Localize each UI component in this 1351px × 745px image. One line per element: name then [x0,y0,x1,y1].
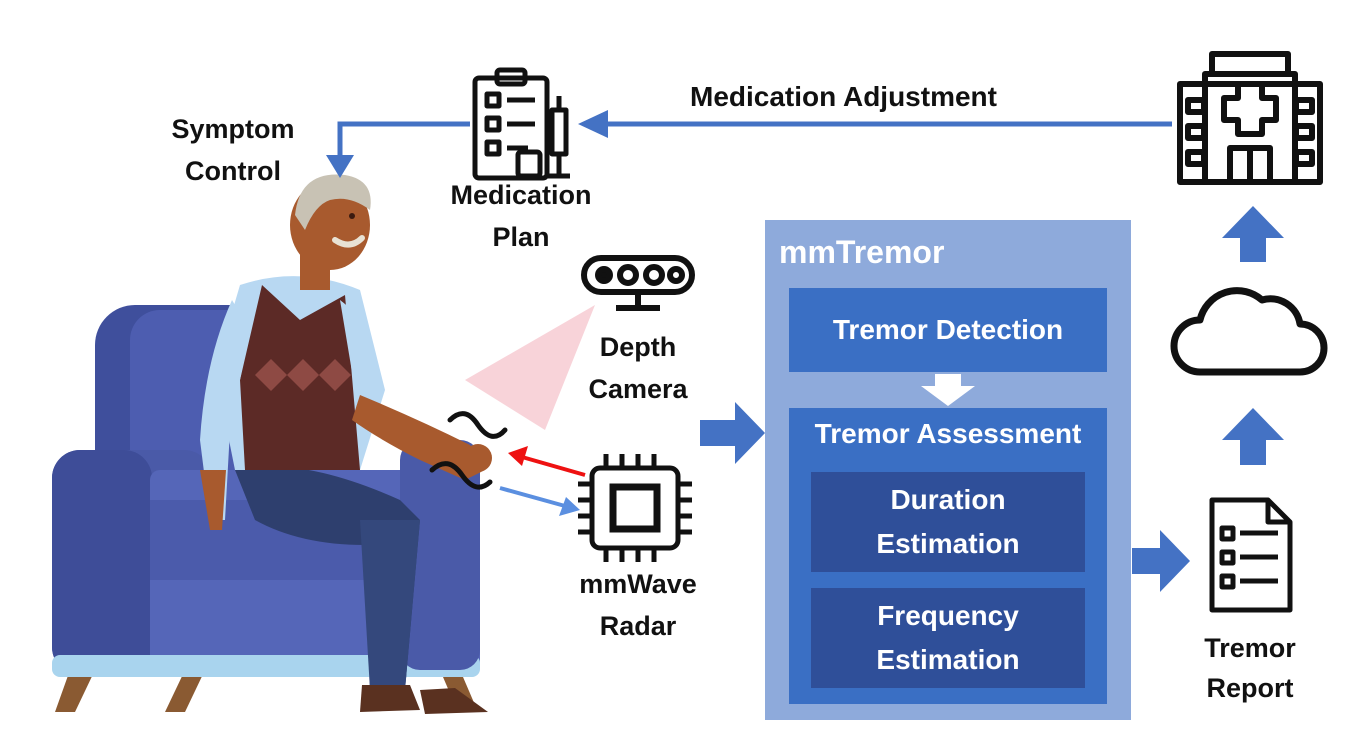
mmwave-radar-line1: mmWave [579,569,697,599]
cloud-to-hospital-arrow [1222,206,1284,262]
symptom-control-line2: Control [185,156,281,186]
depth-camera-line1: Depth [599,332,677,362]
medication-plan-line1: Medication [450,180,592,210]
mmwave-radar-line2: Radar [599,611,677,641]
frequency-estimation-line2: Estimation [876,644,1020,675]
tremor-motion-mark [429,461,493,490]
depth-camera-line2: Camera [588,374,688,404]
radar-transmit-arrow [508,446,586,477]
mmtremor-panel: mmTremor Tremor Detection Tremor Assessm… [765,220,1131,720]
tremor-assessment-title: Tremor Assessment [814,418,1082,449]
medication-plan-label: Medication Plan [426,174,616,258]
duration-estimation-line2: Estimation [876,528,1020,559]
medication-adjustment-label: Medication Adjustment [690,81,997,112]
symptom-control-arrow [326,121,470,178]
mmtremor-to-report-arrow [1132,530,1190,592]
tremor-motion-mark [447,411,508,439]
tremor-report-line2: Report [1206,673,1294,703]
camera-field-of-view [465,305,595,430]
clipboard-medication-icon [472,67,570,181]
duration-estimation-box: Duration Estimation [811,472,1085,572]
hospital-icon [1177,51,1323,185]
depth-camera-icon [581,255,695,311]
patient-armchair-illustration [52,174,492,714]
mmtremor-title: mmTremor [779,234,945,270]
report-document-icon [1209,497,1293,613]
depth-camera-label: Depth Camera [566,326,710,410]
radar-chip-icon [578,454,692,562]
medication-plan-line2: Plan [492,222,550,252]
frequency-estimation-line1: Frequency [877,600,1019,631]
detection-to-assessment-arrow [921,374,975,406]
symptom-control-line1: Symptom [171,114,295,144]
duration-estimation-line1: Duration [890,484,1006,515]
cloud-icon [1170,287,1328,376]
medication-adjustment-arrow [578,110,1172,138]
radar-receive-arrow [499,486,580,516]
symptom-control-label: Symptom Control [158,108,308,192]
tremor-report-label: Tremor Report [1180,628,1320,708]
sensor-to-mmtremor-arrow [700,402,765,464]
tremor-detection-box: Tremor Detection [789,288,1107,372]
report-to-cloud-arrow [1222,408,1284,465]
mmwave-radar-label: mmWave Radar [556,563,720,647]
tremor-report-line1: Tremor [1204,633,1296,663]
frequency-estimation-box: Frequency Estimation [811,588,1085,688]
